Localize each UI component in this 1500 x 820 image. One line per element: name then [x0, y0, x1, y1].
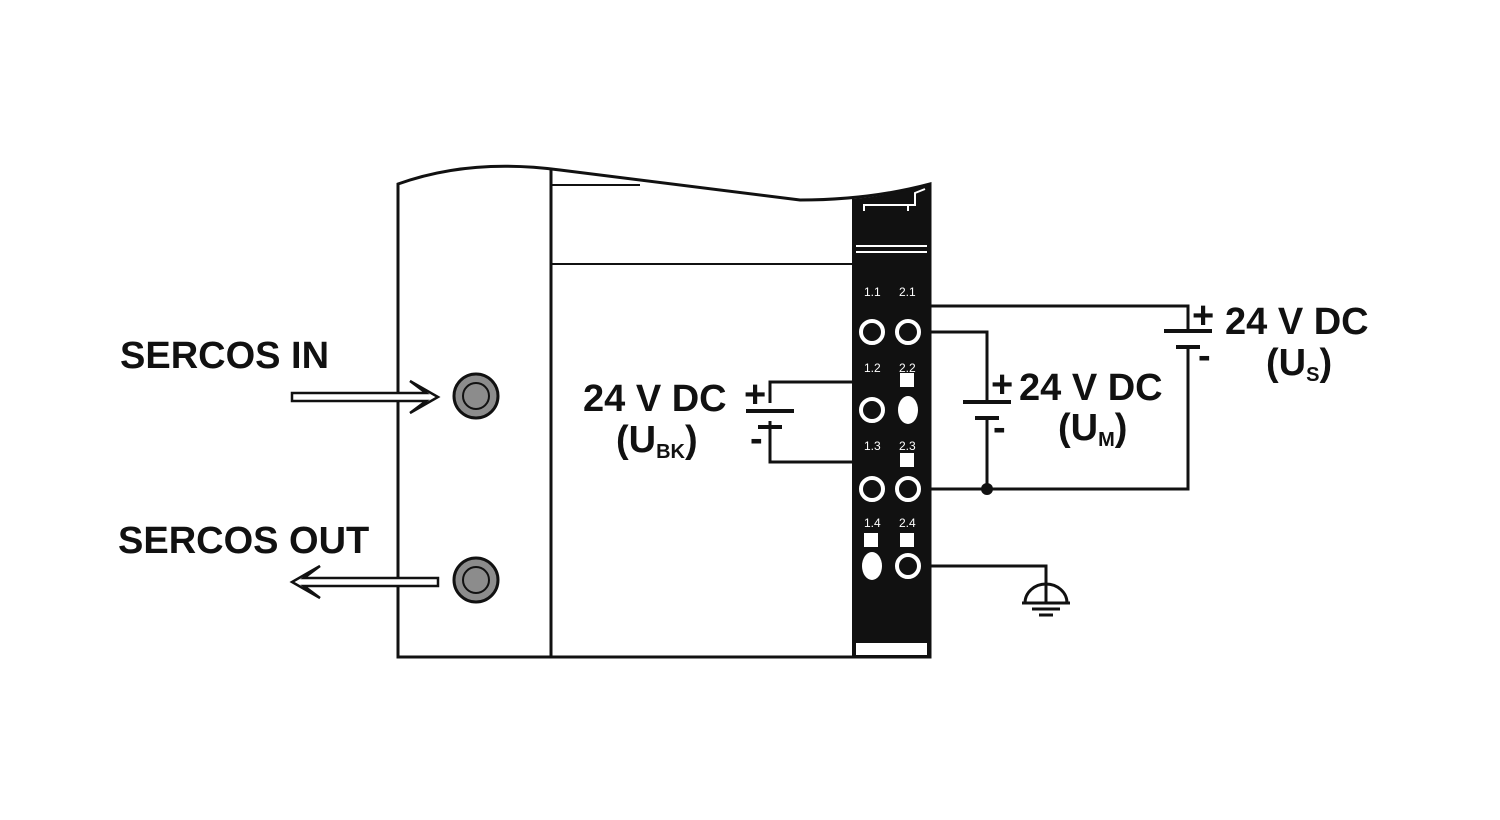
sercos-out-port[interactable]	[452, 556, 500, 604]
terminal-panel-body	[852, 184, 930, 657]
um-designation: (UM)	[1058, 407, 1127, 451]
led-2-4	[900, 533, 914, 547]
led-2-2	[900, 373, 914, 387]
panel-foot	[856, 643, 927, 655]
terminal-label-1-2: 1.2	[864, 361, 881, 375]
terminal-label-2-2: 2.2	[899, 361, 916, 375]
wire-um-plus	[908, 330, 989, 402]
ubk-plus-sign: +	[744, 374, 766, 416]
terminal-2-2[interactable]	[898, 396, 918, 424]
um-plus-sign: +	[991, 364, 1013, 406]
ubk-minus-sign: -	[750, 418, 763, 460]
terminal-label-1-4: 1.4	[864, 516, 881, 530]
housing-outline	[396, 164, 932, 659]
terminal-1-3[interactable]	[859, 476, 885, 502]
um-minus-sign: -	[993, 407, 1006, 449]
us-minus-sign: -	[1198, 335, 1211, 377]
terminal-1-4[interactable]	[862, 552, 882, 580]
wire-ground	[908, 564, 1048, 585]
terminal-label-2-1: 2.1	[899, 285, 916, 299]
battery-us	[1164, 329, 1212, 349]
battery-ubk	[746, 409, 794, 429]
sercos-out-arrow-icon	[289, 564, 440, 600]
us-designation: (US)	[1266, 342, 1332, 386]
panel-latch	[863, 188, 926, 211]
terminal-2-4[interactable]	[895, 553, 921, 579]
wire-ubk-minus	[768, 421, 874, 489]
wired-terminals	[859, 319, 921, 579]
ubk-voltage-label: 24 V DC	[583, 378, 727, 420]
us-plus-sign: +	[1192, 295, 1214, 337]
led-2-3	[900, 453, 914, 467]
terminal-panel: 1.1 2.1 1.2 2.2 1.3 2.3 1.4 2.4	[852, 184, 930, 657]
battery-um	[963, 400, 1011, 420]
sercos-in-port[interactable]	[452, 372, 500, 420]
terminal-1-2[interactable]	[859, 397, 885, 423]
um-voltage-label: 24 V DC	[1019, 367, 1163, 409]
us-voltage-label: 24 V DC	[1225, 301, 1369, 343]
terminal-1-1[interactable]	[859, 319, 885, 345]
terminal-2-1[interactable]	[895, 319, 921, 345]
terminal-label-2-4: 2.4	[899, 516, 916, 530]
sercos-out-label: SERCOS OUT	[118, 520, 369, 562]
terminal-2-3[interactable]	[895, 476, 921, 502]
terminal-label-1-1: 1.1	[864, 285, 881, 299]
terminal-label-2-3: 2.3	[899, 439, 916, 453]
ubk-designation: (UBK)	[616, 419, 698, 463]
wire-us-minus	[908, 347, 1190, 491]
junction-dot	[981, 483, 993, 495]
led-1-4	[864, 533, 878, 547]
ground-icon	[1022, 582, 1070, 617]
sercos-in-arrow-icon	[290, 379, 441, 415]
sercos-in-label: SERCOS IN	[120, 335, 329, 377]
terminal-label-1-3: 1.3	[864, 439, 881, 453]
device-housing	[396, 164, 932, 659]
wire-ubk-plus	[768, 380, 874, 410]
